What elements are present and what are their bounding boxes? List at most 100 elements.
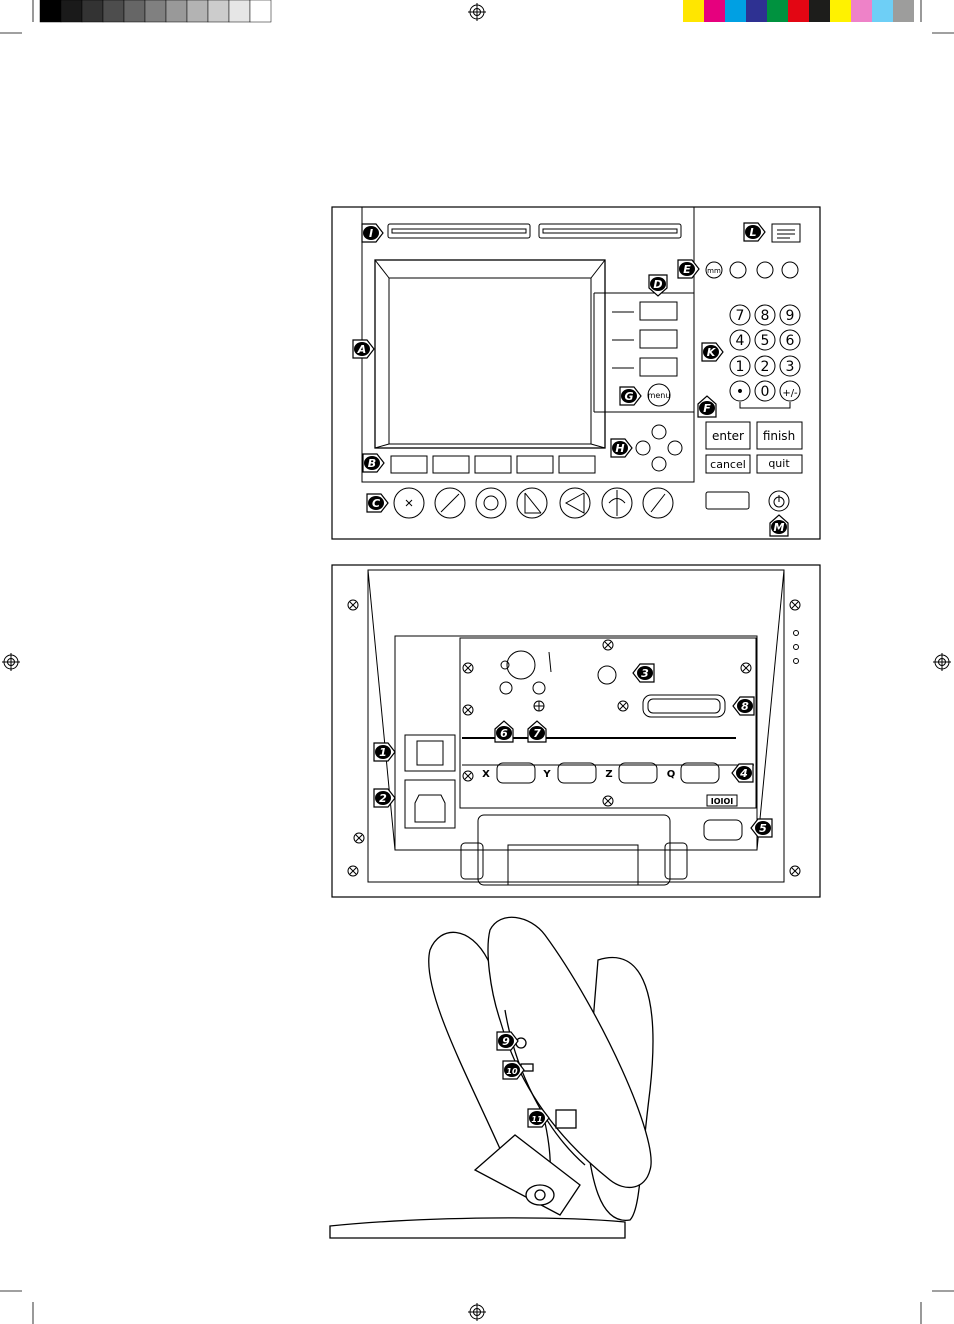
keypad-key-label: 7: [736, 308, 745, 324]
callout-b: B: [362, 453, 385, 473]
side-view: [329, 916, 654, 1239]
callout-m: M: [769, 514, 789, 537]
callout-label: 4: [739, 767, 748, 780]
keypad-key[interactable]: [754, 380, 776, 402]
callout-l: L: [743, 222, 766, 242]
keypad-key-label: 1: [736, 359, 745, 375]
finish-key: [756, 421, 803, 450]
soft-key-3: [639, 357, 678, 377]
color-swatch: [872, 0, 893, 22]
screw: [462, 662, 474, 674]
callout-f: F: [697, 395, 717, 418]
gray-swatch: [39, 0, 62, 23]
registration-mark-left: [2, 653, 20, 671]
callout-label: 11: [531, 1115, 542, 1124]
menu-key: [647, 383, 671, 407]
finish-key-label[interactable]: finish: [763, 429, 795, 443]
callout-label: E: [683, 263, 691, 276]
keypad-key[interactable]: [779, 329, 801, 351]
axis-label-q: Q: [667, 769, 676, 780]
color-swatch: [746, 0, 767, 22]
keypad-key-label: •: [736, 384, 744, 400]
callout-label: 10: [506, 1067, 518, 1076]
serial-port-label: IOIOI: [711, 797, 734, 806]
callout-label: L: [749, 226, 756, 239]
callout-label: B: [368, 457, 376, 470]
screw: [602, 795, 614, 807]
callout-label: G: [624, 390, 633, 403]
keypad-key[interactable]: [729, 329, 751, 351]
rear-panel: [331, 564, 821, 898]
callout-label: 5: [759, 822, 767, 835]
keypad-key-label: 4: [736, 333, 745, 349]
color-swatch: [830, 0, 851, 22]
soft-key-1: [639, 301, 678, 321]
keypad-key-label: 8: [761, 308, 770, 324]
screw: [347, 599, 359, 611]
keypad-key-label: 3: [786, 359, 795, 375]
color-swatch: [683, 0, 704, 22]
screw: [462, 704, 474, 716]
callout-label: M: [774, 521, 785, 534]
callout-4: 4: [731, 763, 754, 783]
mm-key-label[interactable]: mm: [707, 267, 721, 275]
registration-mark-right: [933, 653, 951, 671]
callout-1: 1: [373, 742, 396, 762]
callout-8: 8: [732, 696, 755, 716]
color-bar-grays: [39, 0, 272, 23]
callout-9: 9: [496, 1031, 519, 1051]
enter-key-label[interactable]: enter: [712, 429, 744, 443]
axis-label-y: Y: [542, 769, 551, 780]
color-swatch: [809, 0, 830, 22]
keypad-key[interactable]: [779, 355, 801, 377]
screw: [353, 832, 365, 844]
cancel-key: [705, 454, 751, 474]
keypad-key-label: 2: [761, 359, 770, 375]
color-swatch: [788, 0, 809, 22]
power-switch: [404, 734, 456, 772]
color-swatch: [704, 0, 725, 22]
quit-key: [756, 454, 803, 474]
callout-label: H: [615, 442, 624, 455]
callout-i: I: [361, 223, 384, 243]
callout-label: 9: [502, 1035, 510, 1048]
keypad-key[interactable]: [779, 380, 801, 402]
keypad-key[interactable]: [729, 355, 751, 377]
gray-swatch: [123, 0, 146, 23]
color-swatch: [725, 0, 746, 22]
gray-swatch: [165, 0, 188, 23]
callout-h: H: [610, 438, 633, 458]
axis-connector-z: [618, 762, 658, 784]
cancel-key-label[interactable]: cancel: [710, 458, 746, 471]
registration-mark-top: [468, 3, 486, 21]
keypad-key[interactable]: [729, 380, 751, 402]
keypad-key-label: 0: [761, 384, 770, 400]
callout-label: D: [653, 278, 662, 291]
lcd-screen: [374, 259, 606, 449]
keypad-key[interactable]: [754, 329, 776, 351]
quit-key-label[interactable]: quit: [768, 457, 790, 470]
screw: [602, 639, 614, 651]
keypad-key[interactable]: [754, 355, 776, 377]
axis-label-x: X: [482, 769, 490, 780]
callout-2: 2: [373, 788, 396, 808]
callout-3: 3: [632, 663, 655, 683]
callout-label: 1: [379, 746, 387, 759]
screw: [347, 865, 359, 877]
power-inlet: [404, 779, 456, 829]
enter-key: [705, 421, 751, 450]
keypad-key[interactable]: [729, 304, 751, 326]
axis-label-z: Z: [605, 769, 612, 780]
menu-key-label[interactable]: menu: [648, 391, 671, 400]
side-view-callouts: 9 10 11: [496, 1031, 550, 1128]
keypad-key[interactable]: [779, 304, 801, 326]
keypad-key[interactable]: [754, 304, 776, 326]
callout-label: 6: [500, 727, 508, 740]
rear-panel-texts: X Y Z Q IOIOI: [482, 769, 733, 806]
top-slot-right: [538, 223, 682, 239]
rs232-connector: [703, 819, 743, 841]
gray-swatch: [102, 0, 125, 23]
color-bar-colors: [683, 0, 914, 22]
